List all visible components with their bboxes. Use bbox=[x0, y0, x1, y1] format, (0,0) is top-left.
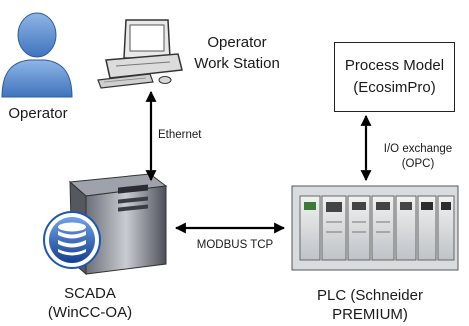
process-model-label-1: Process Model bbox=[344, 57, 445, 74]
workstation-label-2: Work Station bbox=[194, 55, 280, 72]
plc-label-2: PREMIUM) bbox=[332, 306, 408, 323]
modbus-label: MODBUS TCP bbox=[196, 239, 274, 251]
operator-label: Operator bbox=[8, 105, 68, 122]
operator-icon bbox=[1, 12, 73, 98]
workstation-label-1: Operator bbox=[207, 34, 267, 51]
computer-icon bbox=[97, 19, 183, 89]
process-model-box bbox=[334, 42, 455, 112]
plc-icon bbox=[291, 185, 459, 271]
plc-label-1: PLC (Schneider bbox=[317, 287, 423, 304]
ethernet-label: Ethernet bbox=[158, 129, 202, 141]
scada-label-2: (WinCC-OA) bbox=[47, 304, 133, 321]
server-icon bbox=[68, 173, 168, 276]
scada-label-1: SCADA bbox=[64, 285, 116, 302]
process-model-label-2: (EcosimPro) bbox=[353, 79, 436, 96]
database-icon bbox=[43, 211, 101, 269]
io-exchange-label-1: I/O exchange bbox=[383, 143, 453, 155]
io-exchange-label-2: (OPC) bbox=[401, 158, 435, 170]
